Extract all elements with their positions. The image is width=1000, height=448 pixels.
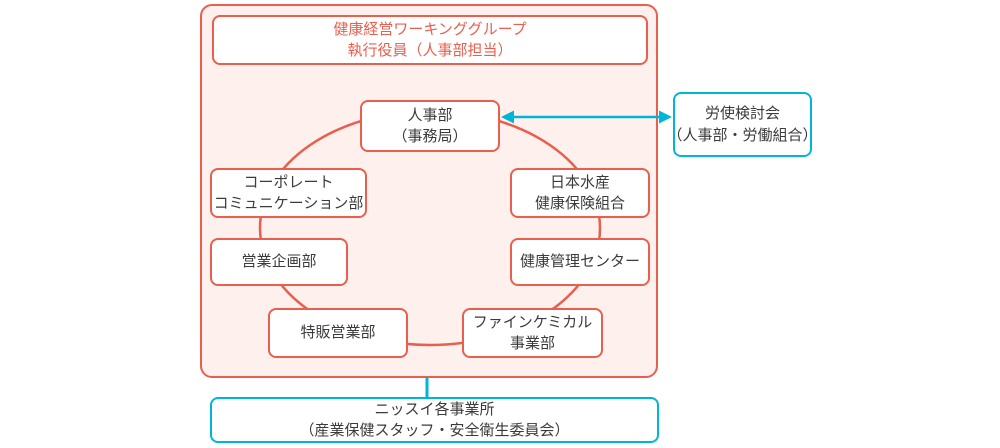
node-health-management-center-line1: 健康管理センター xyxy=(519,253,640,271)
node-fine-chemical-division: ファインケミカル 事業部 xyxy=(462,308,603,358)
node-labor-management-committee: 労使検討会 （人事部・労働組合） xyxy=(668,92,818,157)
node-hr-department-line2: （事務局） xyxy=(392,128,468,145)
node-special-sales: 特販営業部 xyxy=(268,308,408,358)
node-sales-planning-line1: 営業企画部 xyxy=(241,253,317,271)
node-corporate-communication: コーポレート コミュニケーション部 xyxy=(210,168,367,218)
working-group-title-line1: 健康経営ワーキンググループ xyxy=(333,20,527,38)
node-corporate-communication-line1: コーポレート xyxy=(243,173,334,191)
node-hr-department-line1: 人事部 xyxy=(407,106,453,124)
node-sales-planning: 営業企画部 xyxy=(210,238,348,286)
node-labor-management-committee-line2: （人事部・労働組合） xyxy=(667,126,818,144)
node-nissui-offices: ニッスイ各事業所 （産業保健スタッフ・安全衛生委員会） xyxy=(210,397,659,443)
node-nippon-suisan-health-insurance-line1: 日本水産 xyxy=(549,173,610,191)
node-nippon-suisan-health-insurance: 日本水産 健康保険組合 xyxy=(510,168,650,218)
working-group-title: 健康経営ワーキンググループ 執行役員（人事部担当） xyxy=(212,15,648,65)
node-health-management-center: 健康管理センター xyxy=(510,238,650,286)
node-nissui-offices-line2: （産業保健スタッフ・安全衛生委員会） xyxy=(299,422,570,439)
node-fine-chemical-division-line1: ファインケミカル xyxy=(472,313,593,331)
arrowhead-right-icon xyxy=(659,110,672,124)
node-hr-department: 人事部 （事務局） xyxy=(360,100,500,152)
working-group-title-line2: 執行役員（人事部担当） xyxy=(347,42,513,59)
node-nippon-suisan-health-insurance-line2: 健康保険組合 xyxy=(534,195,625,212)
node-nissui-offices-line1: ニッスイ各事業所 xyxy=(374,400,495,418)
node-fine-chemical-division-line2: 事業部 xyxy=(509,335,555,352)
node-corporate-communication-line2: コミュニケーション部 xyxy=(213,195,364,212)
node-labor-management-committee-line1: 労使検討会 xyxy=(704,105,780,123)
node-special-sales-line1: 特販営業部 xyxy=(300,324,376,342)
